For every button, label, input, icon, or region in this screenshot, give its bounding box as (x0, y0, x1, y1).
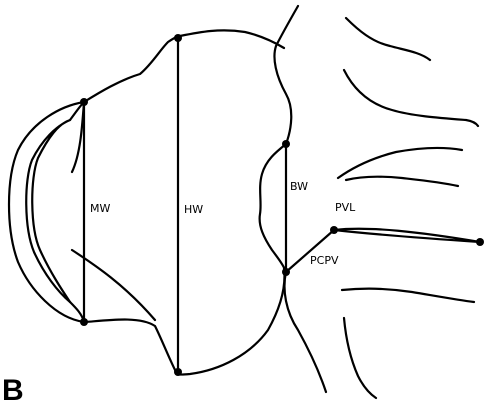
thorax-top-line (346, 18, 430, 60)
upper-jaw-line (72, 102, 84, 172)
pvl-end-point (476, 238, 484, 246)
pcpv-label: PCPV (310, 254, 339, 267)
mw-bottom-point (80, 318, 88, 326)
mandible-outer (9, 102, 84, 322)
neck-mid-contour (260, 144, 286, 272)
hw-top-point (174, 34, 182, 42)
panel-label: B (2, 374, 24, 400)
mw-label: MW (90, 202, 110, 215)
bw-bottom-point (282, 268, 290, 276)
thorax-third-curve (346, 177, 458, 186)
thorax-upper-curve (344, 70, 478, 126)
mandible-inner (26, 120, 70, 302)
thorax-lower-curve (342, 289, 474, 302)
pvl-start-point (330, 226, 338, 234)
bw-top-point (282, 140, 290, 148)
neck-upper-contour (274, 6, 298, 144)
hw-bottom-point (174, 368, 182, 376)
thorax-second-curve (338, 148, 462, 178)
mw-top-point (80, 98, 88, 106)
bw-label: BW (290, 180, 308, 193)
neck-lower-contour (285, 272, 327, 392)
hw-label: HW (184, 203, 203, 216)
thorax-bottom-curve (344, 318, 376, 398)
pvl-label: PVL (335, 201, 356, 214)
pvl-measure-line (334, 229, 480, 242)
